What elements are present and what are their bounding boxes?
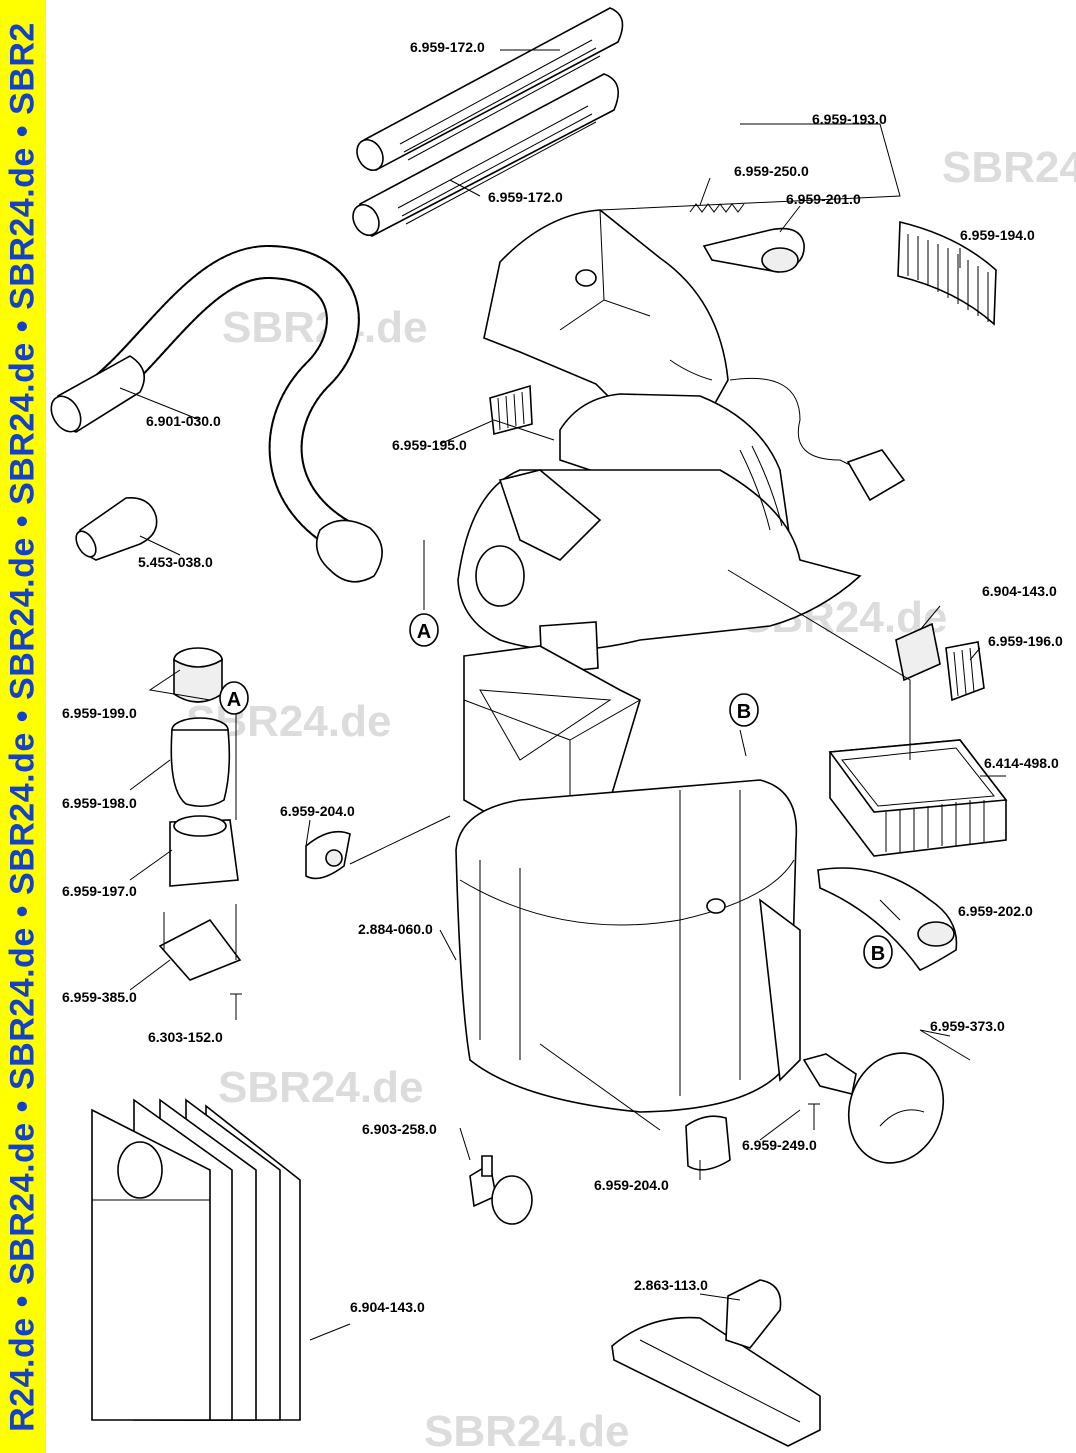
- handle-bracket: [817, 867, 958, 971]
- part-label: 6.959-197.0: [62, 883, 137, 899]
- part-label: 2.863-113.0: [634, 1277, 708, 1293]
- small-grille: [945, 641, 985, 702]
- part-label: 6.959-204.0: [280, 803, 355, 819]
- release-knob: [305, 830, 351, 880]
- part-label: 6.959-385.0: [62, 989, 137, 1005]
- suction-tube-lower: [352, 73, 620, 237]
- base-plate: [158, 904, 242, 981]
- motor-head: [457, 393, 862, 675]
- release-knob-lower: [685, 1115, 731, 1171]
- filter-bags-stack: [91, 1098, 301, 1421]
- part-label: 6.901-030.0: [146, 413, 221, 429]
- watermark: SBR24.de: [218, 1063, 423, 1112]
- part-label: 6.904-143.0: [982, 583, 1057, 599]
- part-label: 6.959-196.0: [988, 633, 1063, 649]
- exhaust-filter: [489, 384, 533, 436]
- latch: [702, 227, 805, 273]
- part-label: 6.959-195.0: [392, 437, 467, 453]
- part-label: 5.453-038.0: [138, 554, 213, 570]
- axle: [802, 1053, 857, 1095]
- container-tank: [455, 779, 801, 1113]
- part-label: 6.959-172.0: [488, 189, 563, 205]
- svg-text:A: A: [417, 621, 431, 643]
- part-label: 6.959-194.0: [960, 227, 1035, 243]
- part-label: 6.959-199.0: [62, 705, 137, 721]
- callout-b-tank: B: [729, 693, 759, 727]
- reducer-adapter: [75, 497, 158, 561]
- part-label: 6.903-258.0: [362, 1121, 437, 1137]
- part-label: 6.959-250.0: [734, 163, 809, 179]
- svg-text:B: B: [871, 943, 885, 965]
- cartridge-filter: [828, 739, 1008, 857]
- part-label: 6.959-373.0: [930, 1018, 1005, 1034]
- caster-wheel: [469, 1155, 533, 1225]
- watermark: SBR24.de: [424, 1407, 629, 1453]
- svg-text:B: B: [737, 701, 751, 723]
- part-label: 6.303-152.0: [148, 1029, 223, 1045]
- callout-a-float: A: [219, 681, 249, 715]
- wheel-cover: [847, 1052, 945, 1164]
- part-label: 6.959-202.0: [958, 903, 1033, 919]
- float-cap: [173, 647, 223, 703]
- float-cage: [170, 717, 231, 808]
- svg-text:A: A: [227, 689, 241, 711]
- wheel-screw: [808, 1103, 820, 1130]
- power-cord: [729, 377, 906, 502]
- float-housing: [169, 815, 239, 887]
- part-label: 6.959-198.0: [62, 795, 137, 811]
- part-label: 6.959-193.0: [812, 111, 887, 127]
- side-banner: R24.de • SBR24.de • SBR24.de • SBR24.de …: [0, 0, 46, 1453]
- callout-a-main: A: [409, 613, 439, 647]
- suction-tube-upper: [356, 7, 624, 172]
- leader-lines: [119, 49, 1006, 1341]
- callout-b-bracket: B: [863, 935, 893, 969]
- suction-hose: [50, 245, 383, 583]
- small-screw: [230, 993, 242, 1020]
- part-label: 6.959-249.0: [742, 1137, 817, 1153]
- part-label: 6.959-204.0: [594, 1177, 669, 1193]
- grille-panel: [897, 220, 997, 326]
- part-label: 2.884-060.0: [358, 921, 433, 937]
- watermark: SBR24: [942, 143, 1076, 192]
- part-label: 6.959-172.0: [410, 39, 485, 55]
- part-label: 6.414-498.0: [984, 755, 1059, 771]
- part-label: 6.959-201.0: [786, 191, 861, 207]
- part-label: 6.904-143.0: [350, 1299, 425, 1315]
- spring: [689, 203, 745, 213]
- floor-nozzle: [611, 1279, 821, 1447]
